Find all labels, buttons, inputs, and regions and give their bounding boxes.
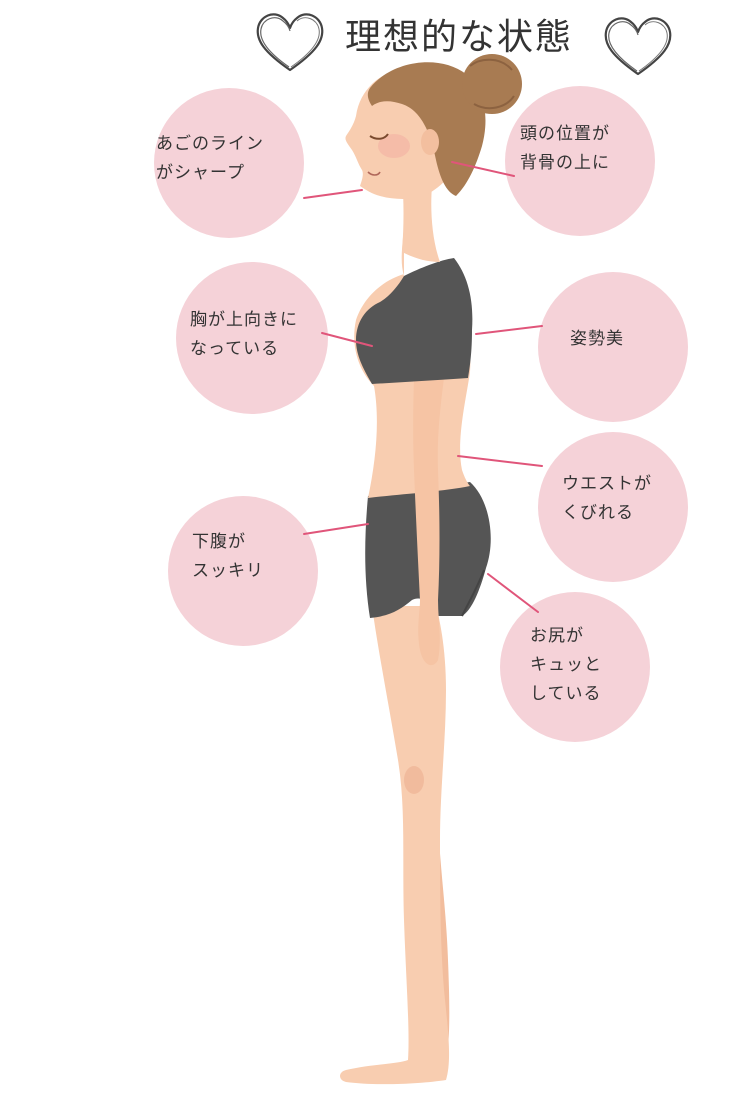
label-head-position: 頭の位置が 背骨の上に <box>520 124 610 173</box>
page-title: 理想的な状態 <box>345 17 574 58</box>
bubble-jawline <box>154 88 304 238</box>
bubble-head-position <box>505 86 655 236</box>
bubble-lower-belly <box>168 496 318 646</box>
label-hips: お尻が キュッと している <box>530 626 602 704</box>
label-jawline: あごのライン がシャープ <box>156 134 264 183</box>
label-chest: 胸が上向きに なっている <box>190 310 298 359</box>
label-posture: 姿勢美 <box>570 329 624 349</box>
bubble-posture <box>538 272 688 422</box>
title-row: 理想的な状態 <box>250 6 680 76</box>
heart-icon <box>604 17 672 76</box>
bubble-chest <box>176 262 328 414</box>
label-lower-belly: 下腹が スッキリ <box>192 532 264 581</box>
bubble-hips <box>500 592 650 742</box>
label-waist: ウエストが くびれる <box>562 474 652 523</box>
bubble-waist <box>538 432 688 582</box>
leader-lines <box>303 161 543 613</box>
heart-icon <box>256 13 324 72</box>
